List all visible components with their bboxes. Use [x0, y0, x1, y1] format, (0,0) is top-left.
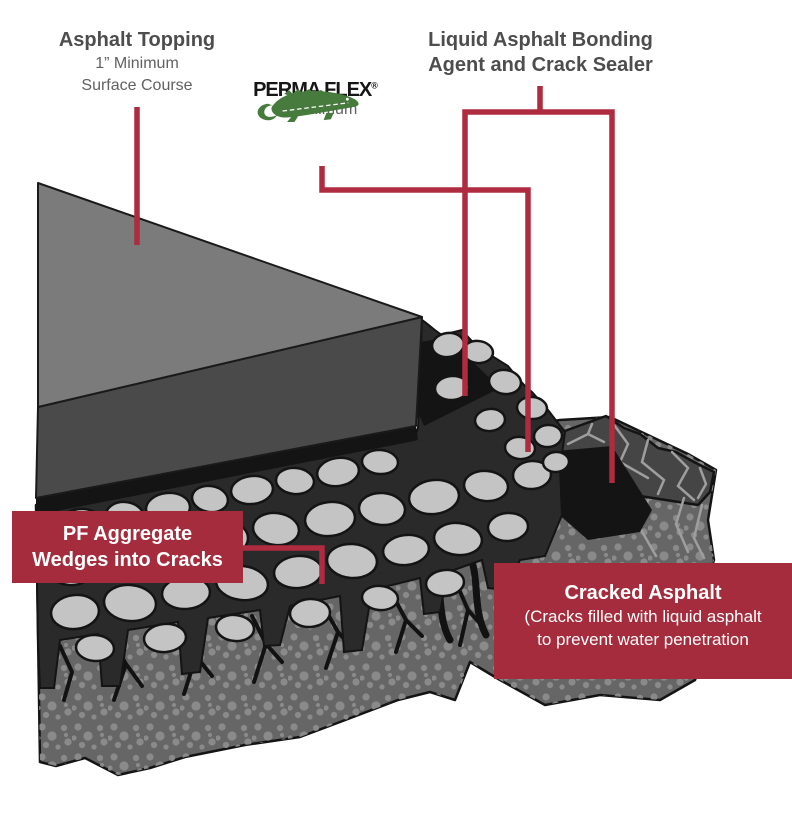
connector-bonding-bracket — [462, 86, 615, 483]
liquid-asphalt-wedge-right — [545, 446, 652, 540]
cracked-asphalt-badge-line1: (Cracks filled with liquid asphalt — [524, 607, 762, 626]
bonding-agent-line2: Agent and Crack Sealer — [428, 54, 653, 76]
bonding-strip-under-slab — [36, 426, 418, 515]
bonding-agent-line1: Liquid Asphalt Bonding — [428, 29, 653, 51]
cracked-asphalt-badge: Cracked Asphalt (Cracks filled with liqu… — [494, 563, 792, 679]
connector-pf-badge — [243, 545, 325, 584]
pf-aggregate-badge: PF Aggregate Wedges into Cracks — [12, 511, 243, 583]
cracked-asphalt-badge-line2: to prevent water penetration — [537, 629, 749, 649]
pf-aggregate-badge-line2: Wedges into Cracks — [32, 549, 223, 571]
asphalt-topping-label: Asphalt Topping 1” Minimum Surface Cours… — [17, 28, 257, 96]
cracked-asphalt-layer — [545, 414, 716, 560]
cracked-asphalt-badge-title: Cracked Asphalt — [564, 582, 722, 604]
asphalt-topping-line2: Surface Course — [81, 76, 193, 94]
alligator-icon — [257, 89, 359, 122]
bonding-agent-label: Liquid Asphalt Bonding Agent and Crack S… — [398, 28, 683, 78]
asphalt-topping-title: Asphalt Topping — [58, 29, 216, 51]
permaflex-logo: PERMA FLEX® 1” Minimum — [248, 80, 383, 122]
asphalt-topping-slab — [35, 182, 423, 515]
pf-aggregate-badge-line1: PF Aggregate — [62, 523, 193, 545]
connector-permaflex — [319, 166, 531, 452]
registered-trademark-symbol: ® — [371, 80, 378, 91]
slab-top-face — [37, 182, 423, 408]
connector-lines — [134, 86, 615, 584]
asphalt-topping-line1: 1” Minimum — [95, 55, 179, 72]
